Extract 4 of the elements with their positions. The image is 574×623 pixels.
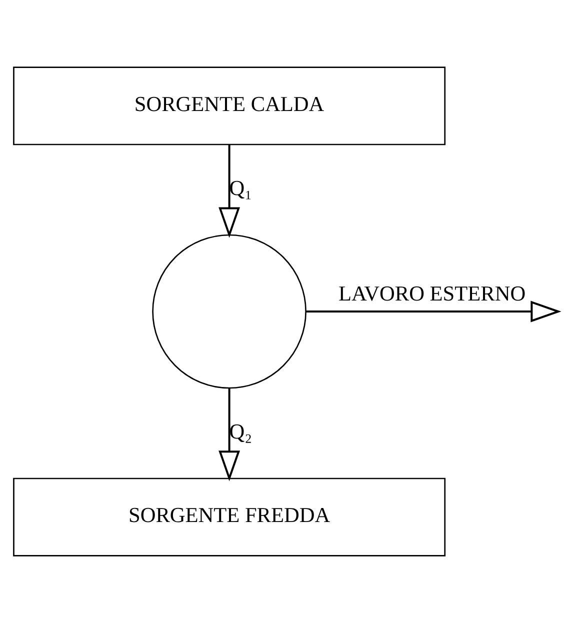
node-box: SORGENTE FREDDA bbox=[13, 478, 446, 556]
node-circle bbox=[152, 234, 306, 389]
node-box: SORGENTE CALDA bbox=[13, 66, 446, 146]
edge-label: LAVORO ESTERNO bbox=[338, 282, 526, 306]
